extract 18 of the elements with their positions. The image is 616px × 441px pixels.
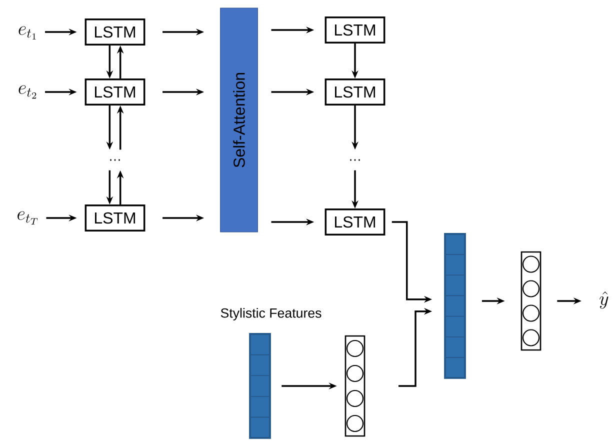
feature-vector [444, 233, 466, 379]
lstm-box: LSTM [84, 204, 146, 232]
neuron-layer [344, 335, 366, 437]
ellipsis: … [110, 159, 120, 161]
lstm-box: LSTM [324, 78, 386, 106]
math-symbol: $e_{t_T}$ [18, 211, 38, 225]
math-symbol: $e_{t_1}$ [18, 26, 36, 40]
lstm-box: LSTM [324, 16, 386, 44]
attention-bar: Self-Attention [220, 8, 258, 232]
neuron-layer [520, 251, 542, 351]
math-symbol: $e_{t_2}$ [18, 85, 36, 99]
node-label: Stylistic Features [220, 308, 322, 320]
lstm-box: LSTM [84, 78, 146, 106]
feature-vector: Stylistic Features [220, 308, 322, 439]
ellipsis: … [350, 159, 360, 161]
math-symbol: $\hat{y}$ [600, 291, 608, 309]
lstm-box: LSTM [324, 208, 386, 236]
lstm-box: LSTM [84, 18, 146, 46]
